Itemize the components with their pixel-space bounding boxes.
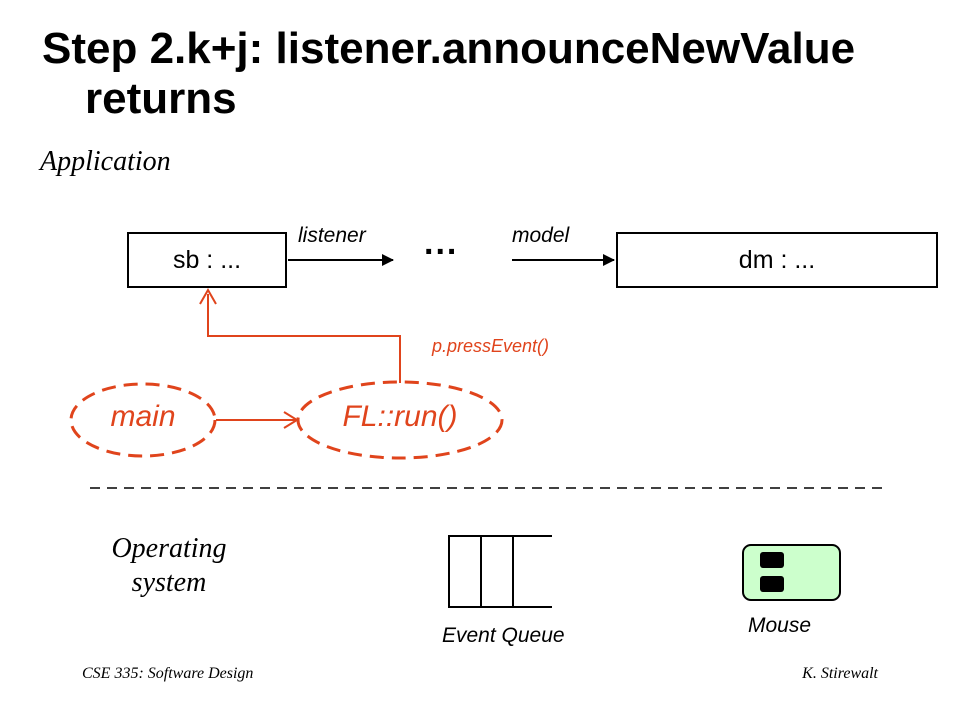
- title-line-2: returns: [85, 74, 237, 123]
- main-to-run-arrowhead: [283, 411, 299, 429]
- operating-system-label: Operating system: [94, 532, 244, 600]
- title-line-1: Step 2.k+j: listener.announceNewValue: [42, 24, 856, 73]
- sb-object: sb : ...: [127, 232, 287, 288]
- sb-object-label: sb : ...: [172, 245, 242, 274]
- dm-object: dm : ...: [616, 232, 938, 288]
- main-process: [69, 382, 217, 458]
- application-label: Application: [40, 146, 171, 177]
- footer-course: CSE 335: Software Design: [82, 665, 254, 682]
- event-queue-label: Event Queue: [442, 624, 565, 647]
- event-queue-icon: [448, 535, 552, 608]
- press-event-call-path: [207, 294, 401, 383]
- fl-run-process-label: FL::run(): [342, 400, 458, 433]
- model-link-label: model: [512, 224, 570, 247]
- mouse-label: Mouse: [748, 614, 812, 637]
- press-event-arrowhead: [199, 287, 217, 305]
- main-process-label: main: [110, 400, 176, 433]
- slide-title: Step 2.k+j: listener.announceNewValue re…: [42, 24, 942, 124]
- press-event-label: p.pressEvent(): [432, 336, 550, 356]
- ellipsis-label: ...: [424, 224, 459, 262]
- listener-link-label: listener: [298, 224, 366, 247]
- dm-object-label: dm : ...: [738, 245, 816, 274]
- os-label-line-1: Operating: [111, 533, 227, 564]
- footer-author: K. Stirewalt: [802, 665, 878, 682]
- mouse-icon: [742, 544, 841, 601]
- os-label-line-2: system: [131, 567, 207, 598]
